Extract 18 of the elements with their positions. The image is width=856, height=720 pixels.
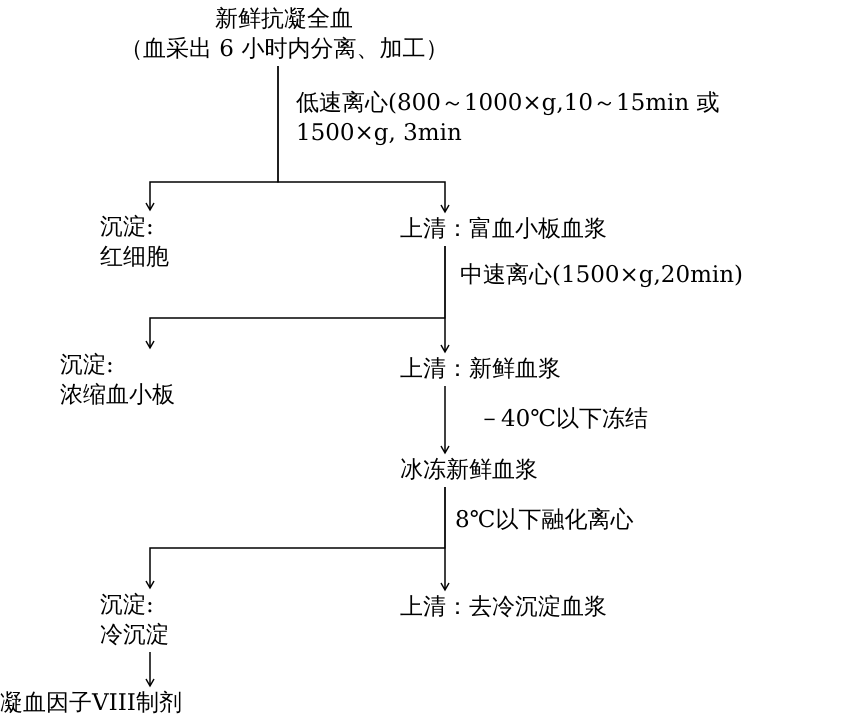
step-text: 新鲜抗凝全血 xyxy=(215,5,354,34)
step-text: （血采出 6 小时内分离、加工） xyxy=(120,35,448,64)
arrow xyxy=(440,487,450,591)
arrow xyxy=(440,246,450,353)
step-text: 沉淀: xyxy=(60,351,114,380)
step-text: 冰冻新鲜血浆 xyxy=(400,456,538,485)
step-text: 沉淀: xyxy=(100,591,154,620)
step-text: 沉淀: xyxy=(100,213,154,242)
arrow xyxy=(145,652,155,687)
step-text: 浓缩血小板 xyxy=(60,381,175,410)
arrow xyxy=(277,66,450,213)
step-text: 上清：去冷沉淀血浆 xyxy=(400,593,607,622)
step-text: 上清：富血小板血浆 xyxy=(400,215,607,244)
arrow xyxy=(440,386,450,454)
step-text: 凝血因子VIII制剂 xyxy=(0,689,182,718)
step-text: 冷沉淀 xyxy=(100,621,169,650)
step-text: 上清：新鲜血浆 xyxy=(400,355,561,384)
step-text: 红细胞 xyxy=(100,243,169,272)
